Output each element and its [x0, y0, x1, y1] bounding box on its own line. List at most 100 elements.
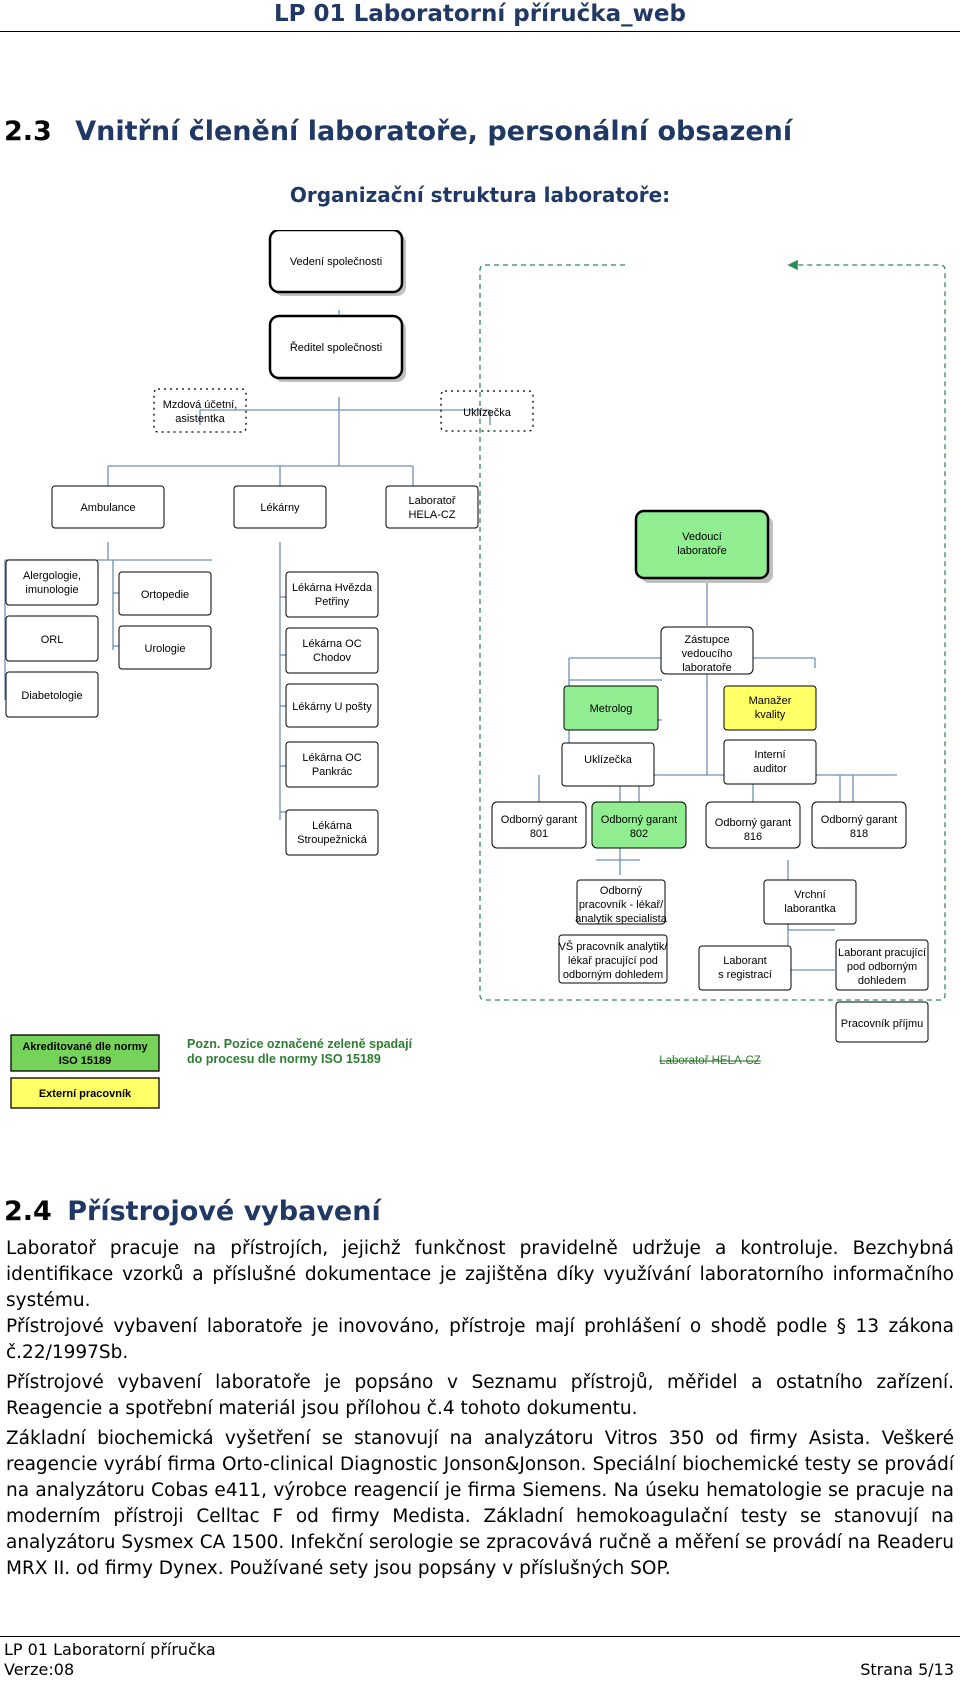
footer-page: Strana 5/13: [860, 1660, 954, 1679]
header-rule: [0, 31, 960, 32]
org-chart: Vedení společnosti Ředitel společnosti M…: [4, 230, 946, 1109]
label-laborant-doh-2: pod odborným: [847, 961, 917, 973]
label-garant801-2: 801: [530, 828, 548, 840]
label-lekarny: Lékárny: [260, 502, 300, 514]
box-odborny-pracovnik: Odborný pracovník - lékař/ analytik spec…: [575, 879, 668, 925]
label-orl: ORL: [41, 634, 64, 646]
section-2-3-heading: 2.3 Vnitřní členění laboratoře, personál…: [4, 116, 792, 147]
box-vedeni: Vedení společnosti: [268, 230, 406, 296]
paragraph-4: Základní biochemická vyšetření se stanov…: [6, 1428, 954, 1579]
box-stroupeznicka: Lékárna Stroupežnická: [285, 809, 379, 856]
box-chodov: Lékárna OC Chodov: [285, 627, 379, 674]
box-lekarny: Lékárny: [233, 485, 327, 529]
label-stroupeznicka-1: Lékárna: [312, 820, 353, 832]
label-garant818-1: Odborný garant: [821, 814, 897, 826]
label-alergologie-2: imunologie: [25, 584, 78, 596]
label-laborant-reg-1: Laborant: [723, 955, 766, 967]
label-pankrac-1: Lékárna OC: [302, 752, 361, 764]
label-ortopedie: Ortopedie: [141, 589, 189, 601]
box-zastupce: Zástupce vedoucího laboratoře: [660, 626, 754, 675]
label-vedouci-2: laboratoře: [677, 545, 727, 557]
box-prijem: Pracovník příjmu: [835, 1001, 929, 1043]
box-diabetologie: Diabetologie: [5, 671, 99, 718]
label-odb-prac-2: pracovník - lékař/: [579, 899, 664, 911]
label-laborant-doh-3: dohledem: [858, 975, 906, 987]
legend-accredited: Akreditované dle normy ISO 15189: [10, 1034, 160, 1072]
legend-accred-2: ISO 15189: [59, 1055, 112, 1067]
label-diabetologie: Diabetologie: [21, 690, 82, 702]
label-mzdova-1: Mzdová účetní,: [163, 399, 238, 411]
box-garant-816: Odborný garant 816: [705, 801, 801, 849]
box-hvezda: Lékárna Hvězda Petřiny: [285, 571, 379, 618]
label-odb-prac-1: Odborný: [600, 885, 643, 897]
box-garant-801: Odborný garant 801: [491, 801, 587, 849]
box-metrolog: Metrolog: [563, 685, 659, 731]
section-2-4-heading: 2.4 Přístrojové vybavení: [4, 1196, 381, 1227]
label-chodov-2: Chodov: [313, 652, 351, 664]
label-laborator-2: HELA-CZ: [408, 509, 455, 521]
label-interni-1: Interní: [754, 749, 785, 761]
box-ortopedie: Ortopedie: [118, 571, 212, 616]
box-uklizecka-lab: Uklízečka: [561, 742, 655, 787]
iso-process-boundary: [479, 259, 946, 1001]
section-title: Přístrojové vybavení: [67, 1196, 381, 1227]
label-garant802-1: Odborný garant: [601, 814, 677, 826]
label-laborant-doh-1: Laborant pracující: [838, 947, 926, 959]
label-garant816-2: 816: [744, 831, 762, 843]
label-zastupce-1: Zástupce: [684, 634, 729, 646]
legend-external-label: Externí pracovník: [39, 1088, 132, 1100]
paragraph-1: Laboratoř pracuje na přístrojích, jejich…: [6, 1238, 954, 1311]
box-laborant-dohled: Laborant pracující pod odborným dohledem: [835, 939, 929, 991]
label-garant818-2: 818: [850, 828, 868, 840]
paragraph-3: Přístrojové vybavení laboratoře je popsá…: [6, 1372, 954, 1419]
legend-external: Externí pracovník: [10, 1077, 160, 1109]
box-vedouci: Vedoucí laboratoře: [634, 509, 773, 583]
note-line-2: do procesu dle normy ISO 15189: [187, 1052, 381, 1066]
box-uklizecka-top: Uklízečka: [440, 390, 534, 432]
section-title: Vnitřní členění laboratoře, personální o…: [75, 116, 793, 147]
label-pankrac-2: Pankrác: [312, 766, 353, 778]
box-alergologie: Alergologie, imunologie: [5, 559, 99, 606]
label-garant802-2: 802: [630, 828, 648, 840]
label-hvezda-2: Petřiny: [315, 596, 350, 608]
label-chodov-1: Lékárna OC: [302, 638, 361, 650]
footer-version: Verze:08: [4, 1660, 75, 1679]
box-reditel: Ředitel společnosti: [268, 314, 406, 382]
org-chart-subtitle: Organizační struktura laboratoře:: [289, 183, 671, 207]
box-mzdova: Mzdová účetní, asistentka: [153, 388, 247, 433]
box-manazer: Manažer kvality: [723, 685, 817, 731]
section-number: 2.3: [4, 116, 52, 147]
box-pankrac: Lékárna OC Pankrác: [285, 741, 379, 788]
paragraph-2: Přístrojové vybavení laboratoře je inovo…: [6, 1316, 954, 1363]
box-garant-802: Odborný garant 802: [591, 801, 687, 849]
label-vedouci-1: Vedoucí: [682, 531, 722, 543]
label-garant801-1: Odborný garant: [501, 814, 577, 826]
running-header: LP 01 Laboratorní příručka_web: [274, 1, 686, 27]
box-interni: Interní auditor: [723, 739, 817, 785]
label-vs-1: VŠ pracovník analytik/: [559, 940, 669, 953]
label-zastupce-2: vedoucího: [682, 648, 733, 660]
label-laborant-reg-2: s registrací: [718, 969, 772, 981]
label-vrchni-2: laborantka: [784, 903, 836, 915]
label-reditel: Ředitel společnosti: [290, 341, 382, 354]
label-prijem: Pracovník příjmu: [841, 1018, 924, 1030]
label-vs-3: odborným dohledem: [563, 969, 663, 981]
label-ambulance: Ambulance: [80, 502, 135, 514]
box-ambulance: Ambulance: [51, 485, 165, 529]
legend-accred-1: Akreditované dle normy: [22, 1041, 148, 1053]
box-vs-pracovnik: VŠ pracovník analytik/ lékař pracující p…: [558, 934, 669, 984]
box-uposty: Lékárny U pošty: [285, 683, 379, 728]
label-garant816-1: Odborný garant: [715, 817, 791, 829]
label-laborator-1: Laboratoř: [408, 495, 455, 507]
label-vs-2: lékař pracující pod: [568, 955, 658, 967]
label-uposty: Lékárny U pošty: [292, 701, 372, 713]
footer-rule: [0, 1636, 960, 1637]
box-orl: ORL: [5, 615, 99, 662]
lab-caption: Laboratoř HELA-CZ: [659, 1055, 761, 1067]
box-garant-818: Odborný garant 818: [811, 801, 907, 849]
label-stroupeznicka-2: Stroupežnická: [297, 834, 368, 846]
label-hvezda-1: Lékárna Hvězda: [292, 582, 373, 594]
note-line-1: Pozn. Pozice označené zeleně spadají: [187, 1037, 413, 1051]
box-laborator: Laboratoř HELA-CZ: [385, 485, 479, 529]
box-laborant-registrace: Laborant s registrací: [698, 945, 792, 991]
